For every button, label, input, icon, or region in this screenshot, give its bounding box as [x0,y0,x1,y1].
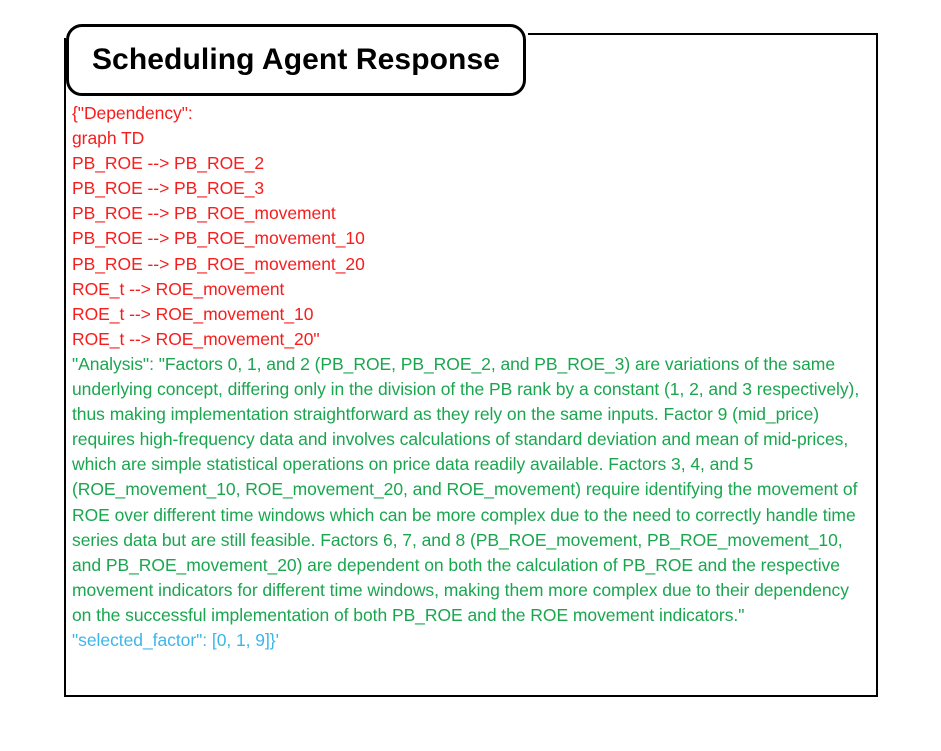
dependency-block: {"Dependency": graph TD PB_ROE --> PB_RO… [72,101,872,352]
panel-title-capsule: Scheduling Agent Response [66,24,526,96]
dependency-line: ROE_t --> ROE_movement [72,278,285,299]
dependency-line: PB_ROE --> PB_ROE_movement_10 [72,228,365,249]
dependency-line: ROE_t --> ROE_movement_10 [72,303,314,324]
page-title: Scheduling Agent Response [91,43,501,76]
response-body: {"Dependency": graph TD PB_ROE --> PB_RO… [72,101,872,653]
dependency-line: PB_ROE --> PB_ROE_2 [72,153,265,174]
dependency-line: ROE_t --> ROE_movement_20" [72,328,320,349]
dependency-line: PB_ROE --> PB_ROE_movement_20 [72,253,365,274]
selected-factor-line: "selected_factor": [0, 1, 9]}' [72,629,279,650]
dependency-line: {"Dependency": [72,103,193,123]
dependency-line: PB_ROE --> PB_ROE_3 [72,178,265,199]
response-panel-frame [64,33,878,697]
dependency-line: PB_ROE --> PB_ROE_movement [72,203,336,224]
dependency-line: graph TD [72,128,145,149]
analysis-paragraph: "Analysis": "Factors 0, 1, and 2 (PB_ROE… [72,353,860,625]
